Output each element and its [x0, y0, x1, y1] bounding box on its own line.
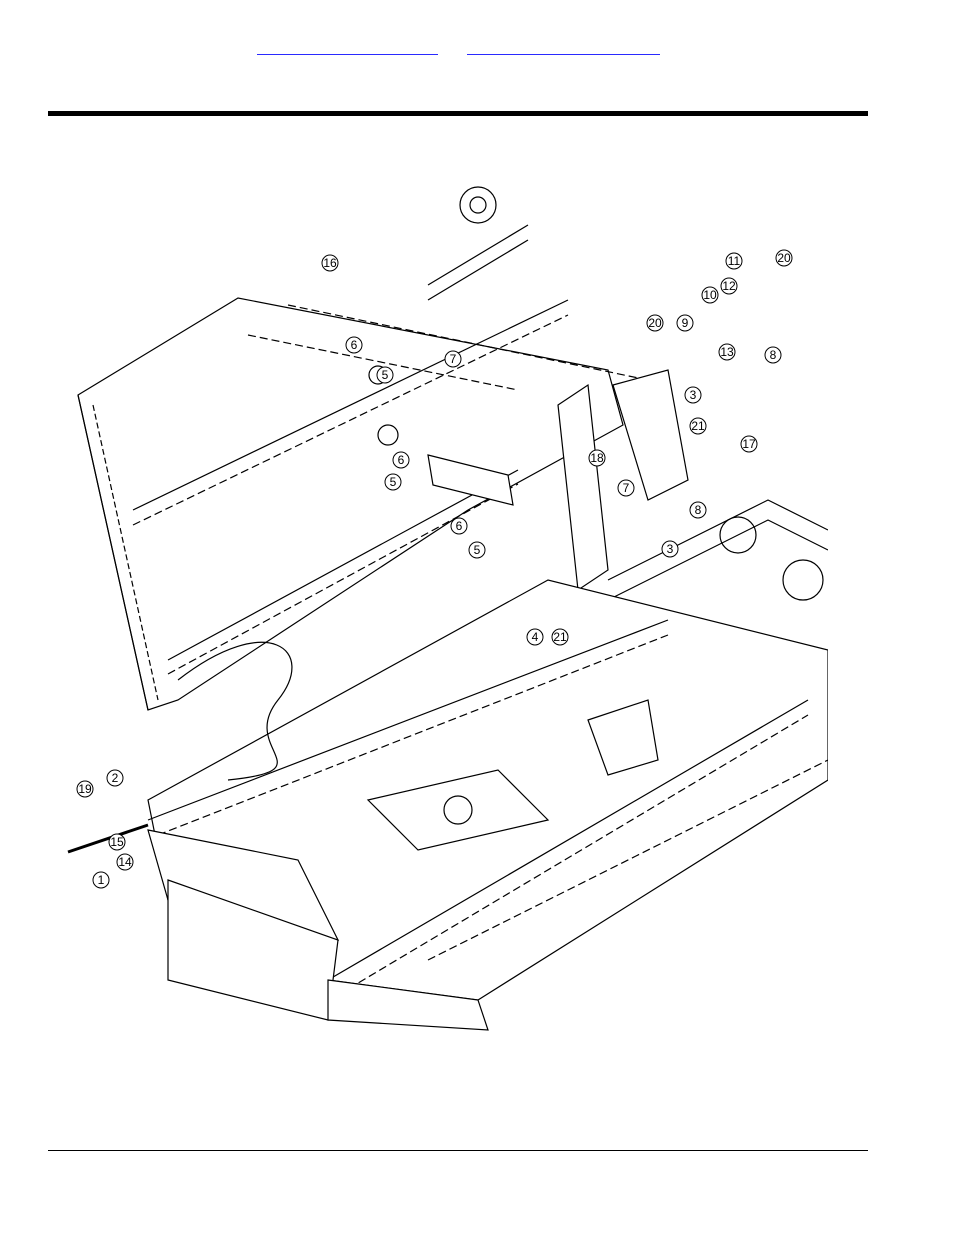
svg-text:15: 15	[110, 835, 124, 849]
svg-text:19: 19	[78, 782, 92, 796]
svg-text:21: 21	[691, 419, 705, 433]
callout-20: 20	[776, 250, 792, 266]
svg-text:18: 18	[590, 451, 604, 465]
callout-14: 14	[117, 854, 133, 870]
nav-link-next[interactable]	[467, 38, 660, 55]
callout-9: 9	[677, 315, 693, 331]
header-links	[0, 38, 954, 58]
svg-text:10: 10	[703, 288, 717, 302]
callout-1: 1	[93, 872, 109, 888]
svg-text:13: 13	[720, 345, 734, 359]
callout-18: 18	[589, 450, 605, 466]
callout-5: 5	[469, 542, 485, 558]
svg-text:5: 5	[382, 368, 389, 382]
svg-text:6: 6	[456, 519, 463, 533]
callout-3: 3	[662, 541, 678, 557]
svg-text:7: 7	[623, 481, 630, 495]
callout-15: 15	[109, 834, 125, 850]
callout-4: 4	[527, 629, 543, 645]
callout-6: 6	[393, 452, 409, 468]
svg-text:7: 7	[450, 352, 457, 366]
callout-8: 8	[765, 347, 781, 363]
svg-text:11: 11	[728, 254, 741, 268]
nav-link-previous[interactable]	[257, 38, 438, 55]
callout-2: 2	[107, 770, 123, 786]
exploded-parts-diagram: 1 2 3 3 4 5 5 5 6 6 6 7 7 8 8 9 10 11 12…	[48, 180, 828, 1040]
callout-6: 6	[451, 518, 467, 534]
svg-text:5: 5	[474, 543, 481, 557]
callout-21: 21	[552, 629, 568, 645]
callout-6: 6	[346, 337, 362, 353]
callout-19: 19	[77, 781, 93, 797]
svg-text:12: 12	[722, 279, 736, 293]
svg-text:16: 16	[323, 256, 337, 270]
svg-text:17: 17	[742, 437, 756, 451]
svg-text:1: 1	[98, 873, 105, 887]
footer-rule	[48, 1150, 868, 1151]
svg-text:14: 14	[118, 855, 132, 869]
svg-text:3: 3	[690, 388, 697, 402]
callout-10: 10	[702, 287, 718, 303]
callout-11: 11	[726, 253, 742, 269]
frame-drawing	[68, 187, 828, 1030]
callout-12: 12	[721, 278, 737, 294]
svg-text:20: 20	[648, 316, 662, 330]
header-rule	[48, 111, 868, 116]
svg-text:9: 9	[682, 316, 689, 330]
callout-13: 13	[719, 344, 735, 360]
callout-3: 3	[685, 387, 701, 403]
svg-text:8: 8	[770, 348, 777, 362]
svg-text:6: 6	[351, 338, 358, 352]
svg-text:3: 3	[667, 542, 674, 556]
callout-5: 5	[385, 474, 401, 490]
callout-20: 20	[647, 315, 663, 331]
callout-7: 7	[445, 351, 461, 367]
callout-8: 8	[690, 502, 706, 518]
svg-text:2: 2	[112, 771, 119, 785]
callout-17: 17	[741, 436, 757, 452]
svg-text:8: 8	[695, 503, 702, 517]
callout-16: 16	[322, 255, 338, 271]
svg-text:5: 5	[390, 475, 397, 489]
callout-7: 7	[618, 480, 634, 496]
callout-21: 21	[690, 418, 706, 434]
svg-text:21: 21	[553, 630, 567, 644]
callout-5: 5	[377, 367, 393, 383]
svg-text:20: 20	[777, 251, 791, 265]
svg-text:6: 6	[398, 453, 405, 467]
svg-text:4: 4	[532, 630, 539, 644]
